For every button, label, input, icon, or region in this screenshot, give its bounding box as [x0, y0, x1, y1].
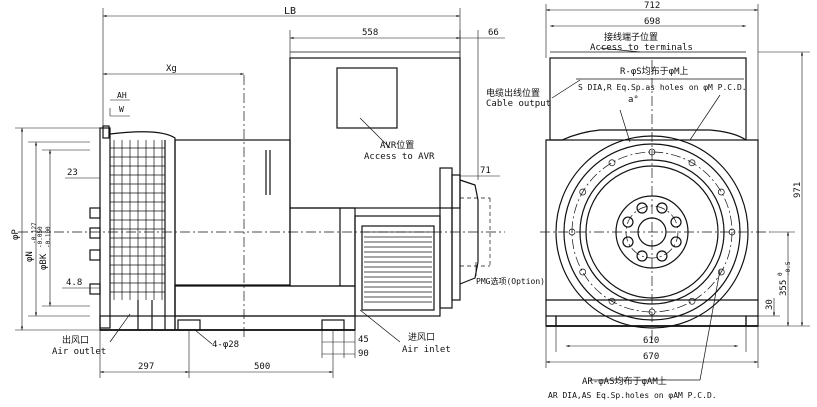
dim-phi-bk: φBK: [39, 253, 49, 270]
front-grille: [110, 140, 165, 300]
end-dimensions: [545, 4, 810, 381]
side-dimensions: [15, 8, 505, 378]
ar-holes-label-cn: AR-φAS均布于φAM上: [582, 375, 667, 387]
tol-355b: -0.5: [785, 261, 792, 276]
r-holes-label-cn: R-φS均布于φM上: [620, 65, 689, 77]
air-inlet-label-cn: 进风口: [408, 332, 435, 343]
side-view: [18, 51, 505, 340]
dim-90: 90: [358, 349, 369, 359]
terminals-label-cn: 接线端子位置: [604, 31, 658, 43]
dim-355: 355: [779, 280, 789, 296]
dim-holes: 4-φ28: [212, 340, 239, 350]
dim-670: 670: [643, 352, 659, 362]
dim-w: W: [119, 105, 124, 114]
r-holes-label-en: S DIA,R Eq.Sp.as holes on φM P.C.D.: [578, 83, 747, 92]
dim-712: 712: [644, 1, 660, 11]
dim-lb: LB: [284, 6, 296, 17]
dim-ah: AH: [117, 91, 127, 100]
dim-971: 971: [793, 182, 803, 198]
dim-xg: Xg: [166, 64, 177, 74]
dim-500: 500: [254, 362, 270, 372]
pmg-label: PMG选项(Option): [476, 276, 545, 286]
dim-297: 297: [138, 362, 154, 372]
air-outlet-label-en: Air outlet: [52, 347, 106, 357]
cable-label-cn: 电缆出线位置: [486, 87, 540, 99]
annotation-labels: AVR位置 Access to AVR 电缆出线位置 Cable output …: [52, 31, 747, 400]
dim-558: 558: [362, 28, 378, 38]
dim-30: 30: [765, 299, 775, 310]
dim-phi-n: φN: [25, 251, 35, 262]
dimension-labels: LB 558 66 Xg AH W 23 4.8 71 45 90 297 50…: [11, 1, 803, 372]
tol-phi-bk-a: -0.050: [37, 226, 44, 248]
dim-610: 610: [643, 336, 659, 346]
ar-holes-label-en: AR DIA,AS Eq.Sp.holes on φAM P.C.D.: [548, 391, 717, 400]
dim-45: 45: [358, 335, 369, 345]
end-view: [540, 51, 770, 340]
inlet-louver: [364, 231, 432, 303]
dim-23: 23: [67, 168, 78, 178]
tol-phi-bk-b: -0.100: [45, 226, 52, 248]
terminals-label-en: Access to terminals: [590, 43, 693, 53]
avr-label-en: Access to AVR: [364, 152, 435, 162]
dim-angle: a°: [628, 95, 639, 105]
tol-355: 0: [777, 272, 784, 276]
avr-label-cn: AVR位置: [380, 139, 414, 151]
dim-698: 698: [644, 17, 660, 27]
dim-phi-p: φP: [11, 229, 21, 240]
air-inlet-label-en: Air inlet: [402, 345, 451, 355]
cable-label-en: Cable output: [486, 99, 551, 109]
air-outlet-label-cn: 出风口: [62, 334, 89, 346]
bolt-holes: [568, 148, 736, 316]
dim-66: 66: [488, 28, 499, 38]
dim-71: 71: [480, 166, 491, 176]
tol-phi-n: -0.127: [31, 222, 38, 244]
dim-4-8: 4.8: [66, 278, 82, 288]
